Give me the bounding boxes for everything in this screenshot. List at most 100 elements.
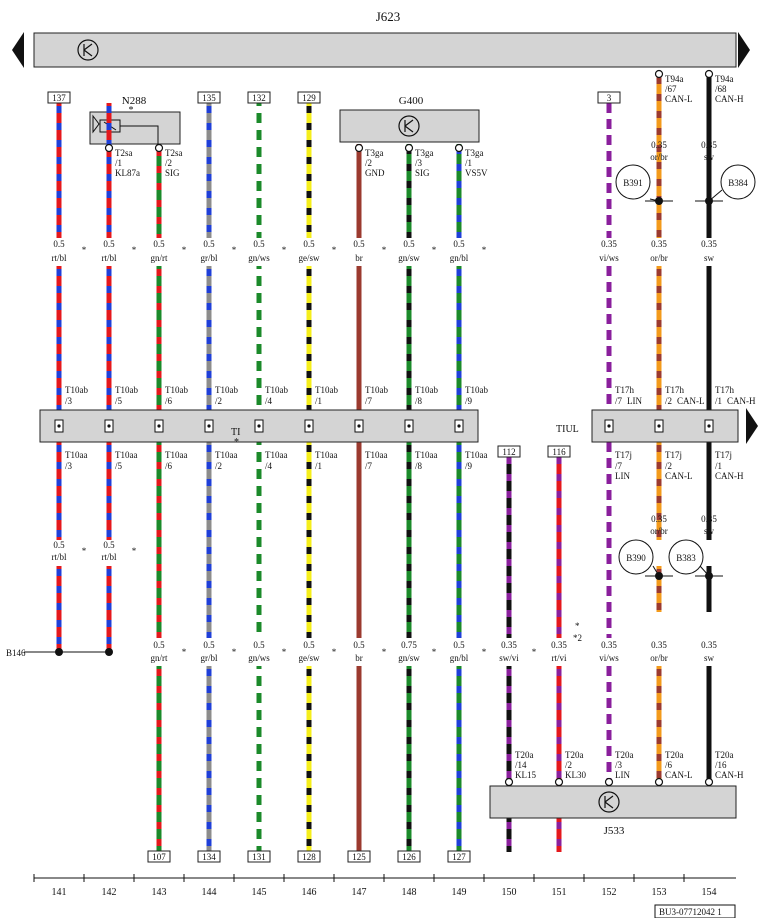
lower-pin-num-154: /1: [715, 461, 722, 471]
wires: [56, 74, 712, 852]
upper-pin-conn-154: T17h: [715, 385, 734, 395]
mid-spec-color-153: or/br: [650, 526, 668, 536]
column-number-148: 148: [402, 887, 417, 898]
lower-pin-conn-153: T17j: [665, 450, 682, 460]
ground-node: [55, 648, 63, 656]
top-spec2-color-153: or/br: [650, 152, 668, 162]
lower-pin-num-141: /3: [65, 461, 73, 471]
wire-tag-box: [347, 850, 371, 863]
column-number-141: 141: [52, 887, 67, 898]
bot-spec-color-154: sw: [704, 653, 715, 663]
bot-spec-color-143: gn/rt: [151, 653, 168, 663]
upper-pin-num-148: /8: [415, 396, 423, 406]
top-spec-size-146: 0.5: [303, 239, 315, 249]
ground-node: [105, 648, 113, 656]
upper-pin-num-141: /3: [65, 396, 73, 406]
lower-pin-num-145: /4: [265, 461, 273, 471]
column-number-149: 149: [452, 887, 467, 898]
top-spec-color-141: rt/bl: [52, 253, 67, 263]
pin-dot: [407, 424, 411, 428]
column-number-154: 154: [702, 887, 717, 898]
star: *: [432, 245, 437, 255]
lower-pin-num-148: /8: [415, 461, 423, 471]
lower-pin-num-152: /7: [615, 461, 623, 471]
upper-pin-sig-153: CAN-L: [677, 396, 705, 406]
lower-pin-conn-149: T10aa: [465, 450, 488, 460]
star: *: [132, 546, 137, 556]
top-title: J623: [376, 9, 401, 24]
upper-pin-sig-152: LIN: [627, 396, 642, 406]
upper-pin-num-153: /2: [665, 396, 672, 406]
top-pin-conn-153: T94a: [665, 74, 684, 84]
mid-tag-151: 116: [552, 447, 566, 457]
j533-bar: [489, 785, 737, 819]
bot-pin-conn-151: T20a: [565, 750, 584, 760]
top-pin-sig-147: GND: [365, 168, 385, 178]
tiul-label: TIUL: [556, 424, 579, 435]
upper-pin-sig-154: CAN-H: [727, 396, 756, 406]
wire-tag-box: [47, 91, 71, 104]
column-number-152: 152: [602, 887, 617, 898]
top-spec-size-143: 0.5: [153, 239, 165, 249]
splice-circle-B390: [618, 539, 654, 575]
pin-dot: [257, 424, 261, 428]
bot-spec-color-152: vi/ws: [599, 653, 619, 663]
star: *: [532, 647, 537, 657]
splice-label-B390: B390: [626, 553, 646, 563]
star: *: [232, 647, 237, 657]
star: *: [132, 245, 137, 255]
bottom-tag-147: 125: [352, 852, 366, 862]
mid-spec-color-142: rt/bl: [102, 552, 117, 562]
top-tag-141: 137: [52, 93, 66, 103]
wire-tag-box: [547, 445, 571, 458]
upper-pin-conn-145: T10ab: [265, 385, 288, 395]
mid-spec-color-154: sw: [704, 526, 715, 536]
sensor-icon: [398, 115, 420, 137]
top-pin-conn-143: T2sa: [165, 148, 183, 158]
top-spec-size-144: 0.5: [203, 239, 215, 249]
bot-pin-conn-152: T20a: [615, 750, 634, 760]
bot-spec-color-147: br: [355, 653, 363, 663]
lower-pin-sig-153: CAN-L: [665, 471, 693, 481]
top-spec-color-146: ge/sw: [299, 253, 320, 263]
top-pin-conn-154: T94a: [715, 74, 734, 84]
bot-spec-size-154: 0.35: [701, 640, 717, 650]
splice-leader: [699, 565, 710, 577]
pin-dot: [707, 424, 711, 428]
upper-pin-num-146: /1: [315, 396, 322, 406]
splice-label-B383: B383: [676, 553, 696, 563]
bot-pin-num-154: /16: [715, 760, 727, 770]
top-spec-size-147: 0.5: [353, 239, 365, 249]
wire-tag-box: [247, 91, 271, 104]
pin-dot: [457, 424, 461, 428]
top-spec-size-148: 0.5: [403, 239, 415, 249]
terminal: [704, 777, 714, 787]
j623-bar: [33, 32, 737, 68]
splice-label-B391: B391: [623, 178, 643, 188]
mid-spec-size-153: 0.35: [651, 514, 667, 524]
bot-spec-color-150: sw/vi: [499, 653, 519, 663]
pin-dot: [657, 424, 661, 428]
star: *: [182, 245, 187, 255]
bot-pin-conn-150: T20a: [515, 750, 534, 760]
upper-pin-conn-152: T17h: [615, 385, 634, 395]
lower-pin-num-146: /1: [315, 461, 322, 471]
star: *: [575, 621, 580, 631]
doc-code: BU3-07712042 1: [659, 907, 722, 917]
wire-tag-box: [497, 445, 521, 458]
bot-pin-sig-151: KL30: [565, 770, 586, 780]
star: *: [332, 647, 337, 657]
bot-spec-size-143: 0.5: [153, 640, 165, 650]
splice-circle-B383: [668, 539, 704, 575]
wire-tag-box: [147, 850, 171, 863]
top-pin-conn-148: T3ga: [415, 148, 434, 158]
lower-pin-num-144: /2: [215, 461, 222, 471]
lower-pin-conn-147: T10aa: [365, 450, 388, 460]
column-number-151: 151: [552, 887, 567, 898]
wire-tag-box: [197, 850, 221, 863]
bottom-tag-148: 126: [402, 852, 416, 862]
bot-pin-num-151: /2: [565, 760, 572, 770]
top-pin-sig-153: CAN-L: [665, 94, 693, 104]
bot-spec-size-148: 0.75: [401, 640, 417, 650]
